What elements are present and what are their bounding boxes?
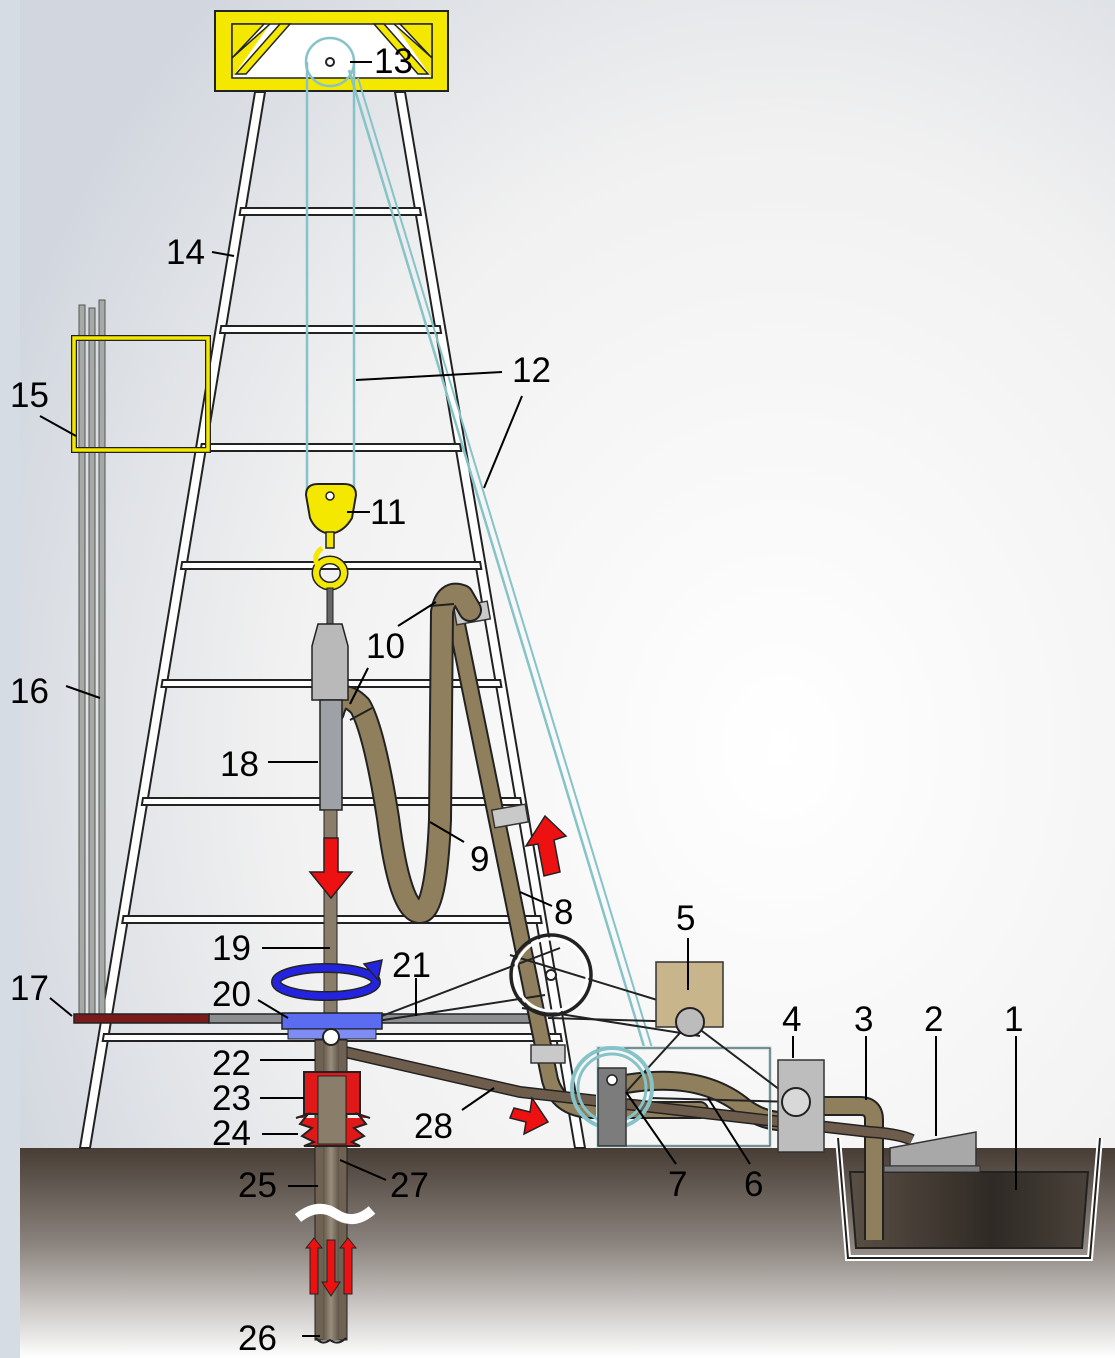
label-16: 16	[10, 672, 49, 711]
label-19: 19	[212, 929, 251, 968]
label-28: 28	[414, 1107, 453, 1146]
pipe-rack	[78, 299, 106, 1018]
rotation-arrow	[271, 959, 383, 1001]
label-27: 27	[390, 1166, 429, 1205]
label-18: 18	[220, 745, 259, 784]
leader-lines	[39, 61, 1017, 1337]
crown-block	[214, 10, 449, 92]
traveling-block	[304, 483, 358, 591]
swivel	[311, 587, 349, 701]
label-13: 13	[374, 42, 413, 81]
derrick-rung	[218, 325, 443, 334]
left-border	[0, 0, 20, 1358]
monkey-board	[71, 335, 211, 453]
mud-pump	[777, 1059, 825, 1153]
label-21: 21	[392, 946, 431, 985]
label-15: 15	[10, 376, 49, 415]
rotary-hose	[321, 582, 482, 924]
rotary-table	[281, 1012, 383, 1046]
drum	[570, 1046, 654, 1147]
label-12: 12	[512, 351, 551, 390]
derrick-rung	[199, 443, 463, 452]
label-6: 6	[744, 1165, 763, 1204]
label-26: 26	[238, 1319, 277, 1358]
derrick-rung	[179, 561, 483, 570]
drilling-line	[304, 36, 653, 1051]
derrick-rung	[238, 207, 423, 216]
kelly	[319, 699, 343, 811]
label-23: 23	[212, 1079, 251, 1118]
blowout-preventer	[295, 1071, 371, 1147]
label-25: 25	[238, 1166, 277, 1205]
label-14: 14	[166, 233, 205, 272]
label-5: 5	[676, 899, 695, 938]
label-7: 7	[668, 1165, 687, 1204]
label-22: 22	[212, 1044, 251, 1083]
mud-return-line	[343, 1046, 915, 1146]
label-11: 11	[370, 493, 406, 532]
label-3: 3	[854, 1000, 873, 1039]
label-1: 1	[1004, 1000, 1023, 1039]
break-mark	[294, 1203, 376, 1225]
label-10: 10	[366, 627, 405, 666]
shale-shaker	[883, 1131, 981, 1173]
label-24: 24	[212, 1114, 251, 1153]
label-4: 4	[782, 1000, 801, 1039]
flow-arrows	[304, 814, 568, 1297]
label-8: 8	[554, 893, 573, 932]
label-2: 2	[924, 1000, 943, 1039]
labels: 13 14 12 15 11 10 16 18 9 8 5 19 21 17 2…	[10, 42, 1023, 1358]
label-17: 17	[10, 969, 49, 1008]
label-9: 9	[470, 840, 489, 879]
engine	[655, 961, 724, 1037]
label-20: 20	[212, 975, 251, 1014]
mud-pit	[835, 1137, 1103, 1261]
